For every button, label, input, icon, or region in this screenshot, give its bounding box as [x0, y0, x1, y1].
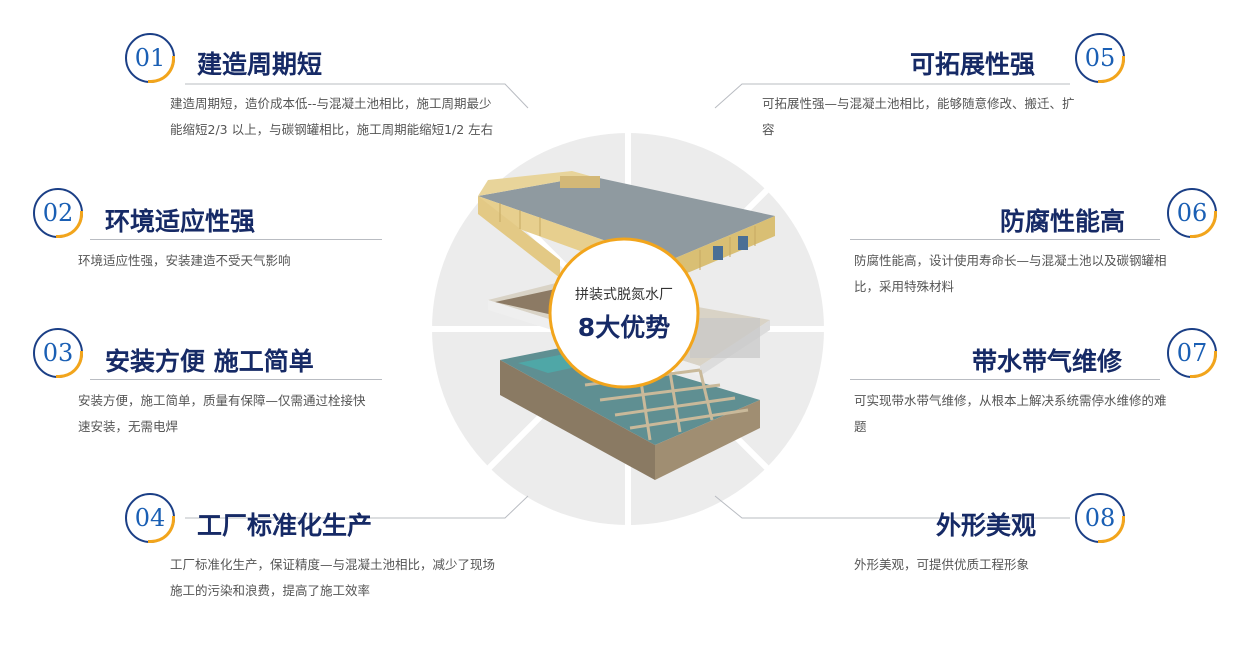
number-badge: 02 — [33, 188, 83, 238]
number-badge: 07 — [1167, 328, 1217, 378]
number-badge: 08 — [1075, 493, 1125, 543]
number-badge: 01 — [125, 33, 175, 83]
divider — [850, 239, 1160, 240]
feature-desc: 建造周期短，造价成本低--与混凝土池相比，施工周期最少能缩短2/3 以上，与碳钢… — [170, 96, 494, 137]
feature-desc: 工厂标准化生产，保证精度—与混凝土池相比，减少了现场施工的污染和浪费，提高了施工… — [170, 557, 496, 598]
number-badge: 06 — [1167, 188, 1217, 238]
feature-desc: 防腐性能高，设计使用寿命长—与混凝土池以及碳钢罐相比，采用特殊材料 — [854, 253, 1167, 294]
feature-desc: 安装方便，施工简单，质量有保障—仅需通过栓接快速安装，无需电焊 — [78, 393, 366, 434]
feature-desc: 可实现带水带气维修，从根本上解决系统需停水维修的难题 — [854, 393, 1167, 434]
divider — [850, 379, 1160, 380]
center-subtitle: 拼装式脱氮水厂 — [575, 287, 673, 303]
number-badge: 03 — [33, 328, 83, 378]
feature-title: 外形美观 — [936, 511, 1037, 540]
feature-title: 安装方便 施工简单 — [105, 347, 314, 376]
number-badge: 05 — [1075, 33, 1125, 83]
divider — [90, 239, 382, 240]
feature-desc: 环境适应性强，安装建造不受天气影响 — [78, 253, 291, 268]
center-circle — [548, 237, 700, 389]
feature-title: 工厂标准化生产 — [197, 511, 373, 540]
feature-title: 带水带气维修 — [972, 347, 1123, 376]
feature-title: 环境适应性强 — [105, 207, 256, 236]
center-title: 8大优势 — [577, 313, 671, 342]
feature-title: 可拓展性强 — [910, 50, 1036, 79]
feature-desc: 外形美观，可提供优质工程形象 — [854, 557, 1030, 572]
feature-title: 防腐性能高 — [1000, 207, 1126, 236]
feature-desc: 可拓展性强—与混凝土池相比，能够随意修改、搬迁、扩容 — [762, 96, 1075, 137]
building-bottom-layer — [500, 345, 760, 480]
divider — [90, 379, 382, 380]
feature-title: 建造周期短 — [197, 50, 323, 79]
number-badge: 04 — [125, 493, 175, 543]
